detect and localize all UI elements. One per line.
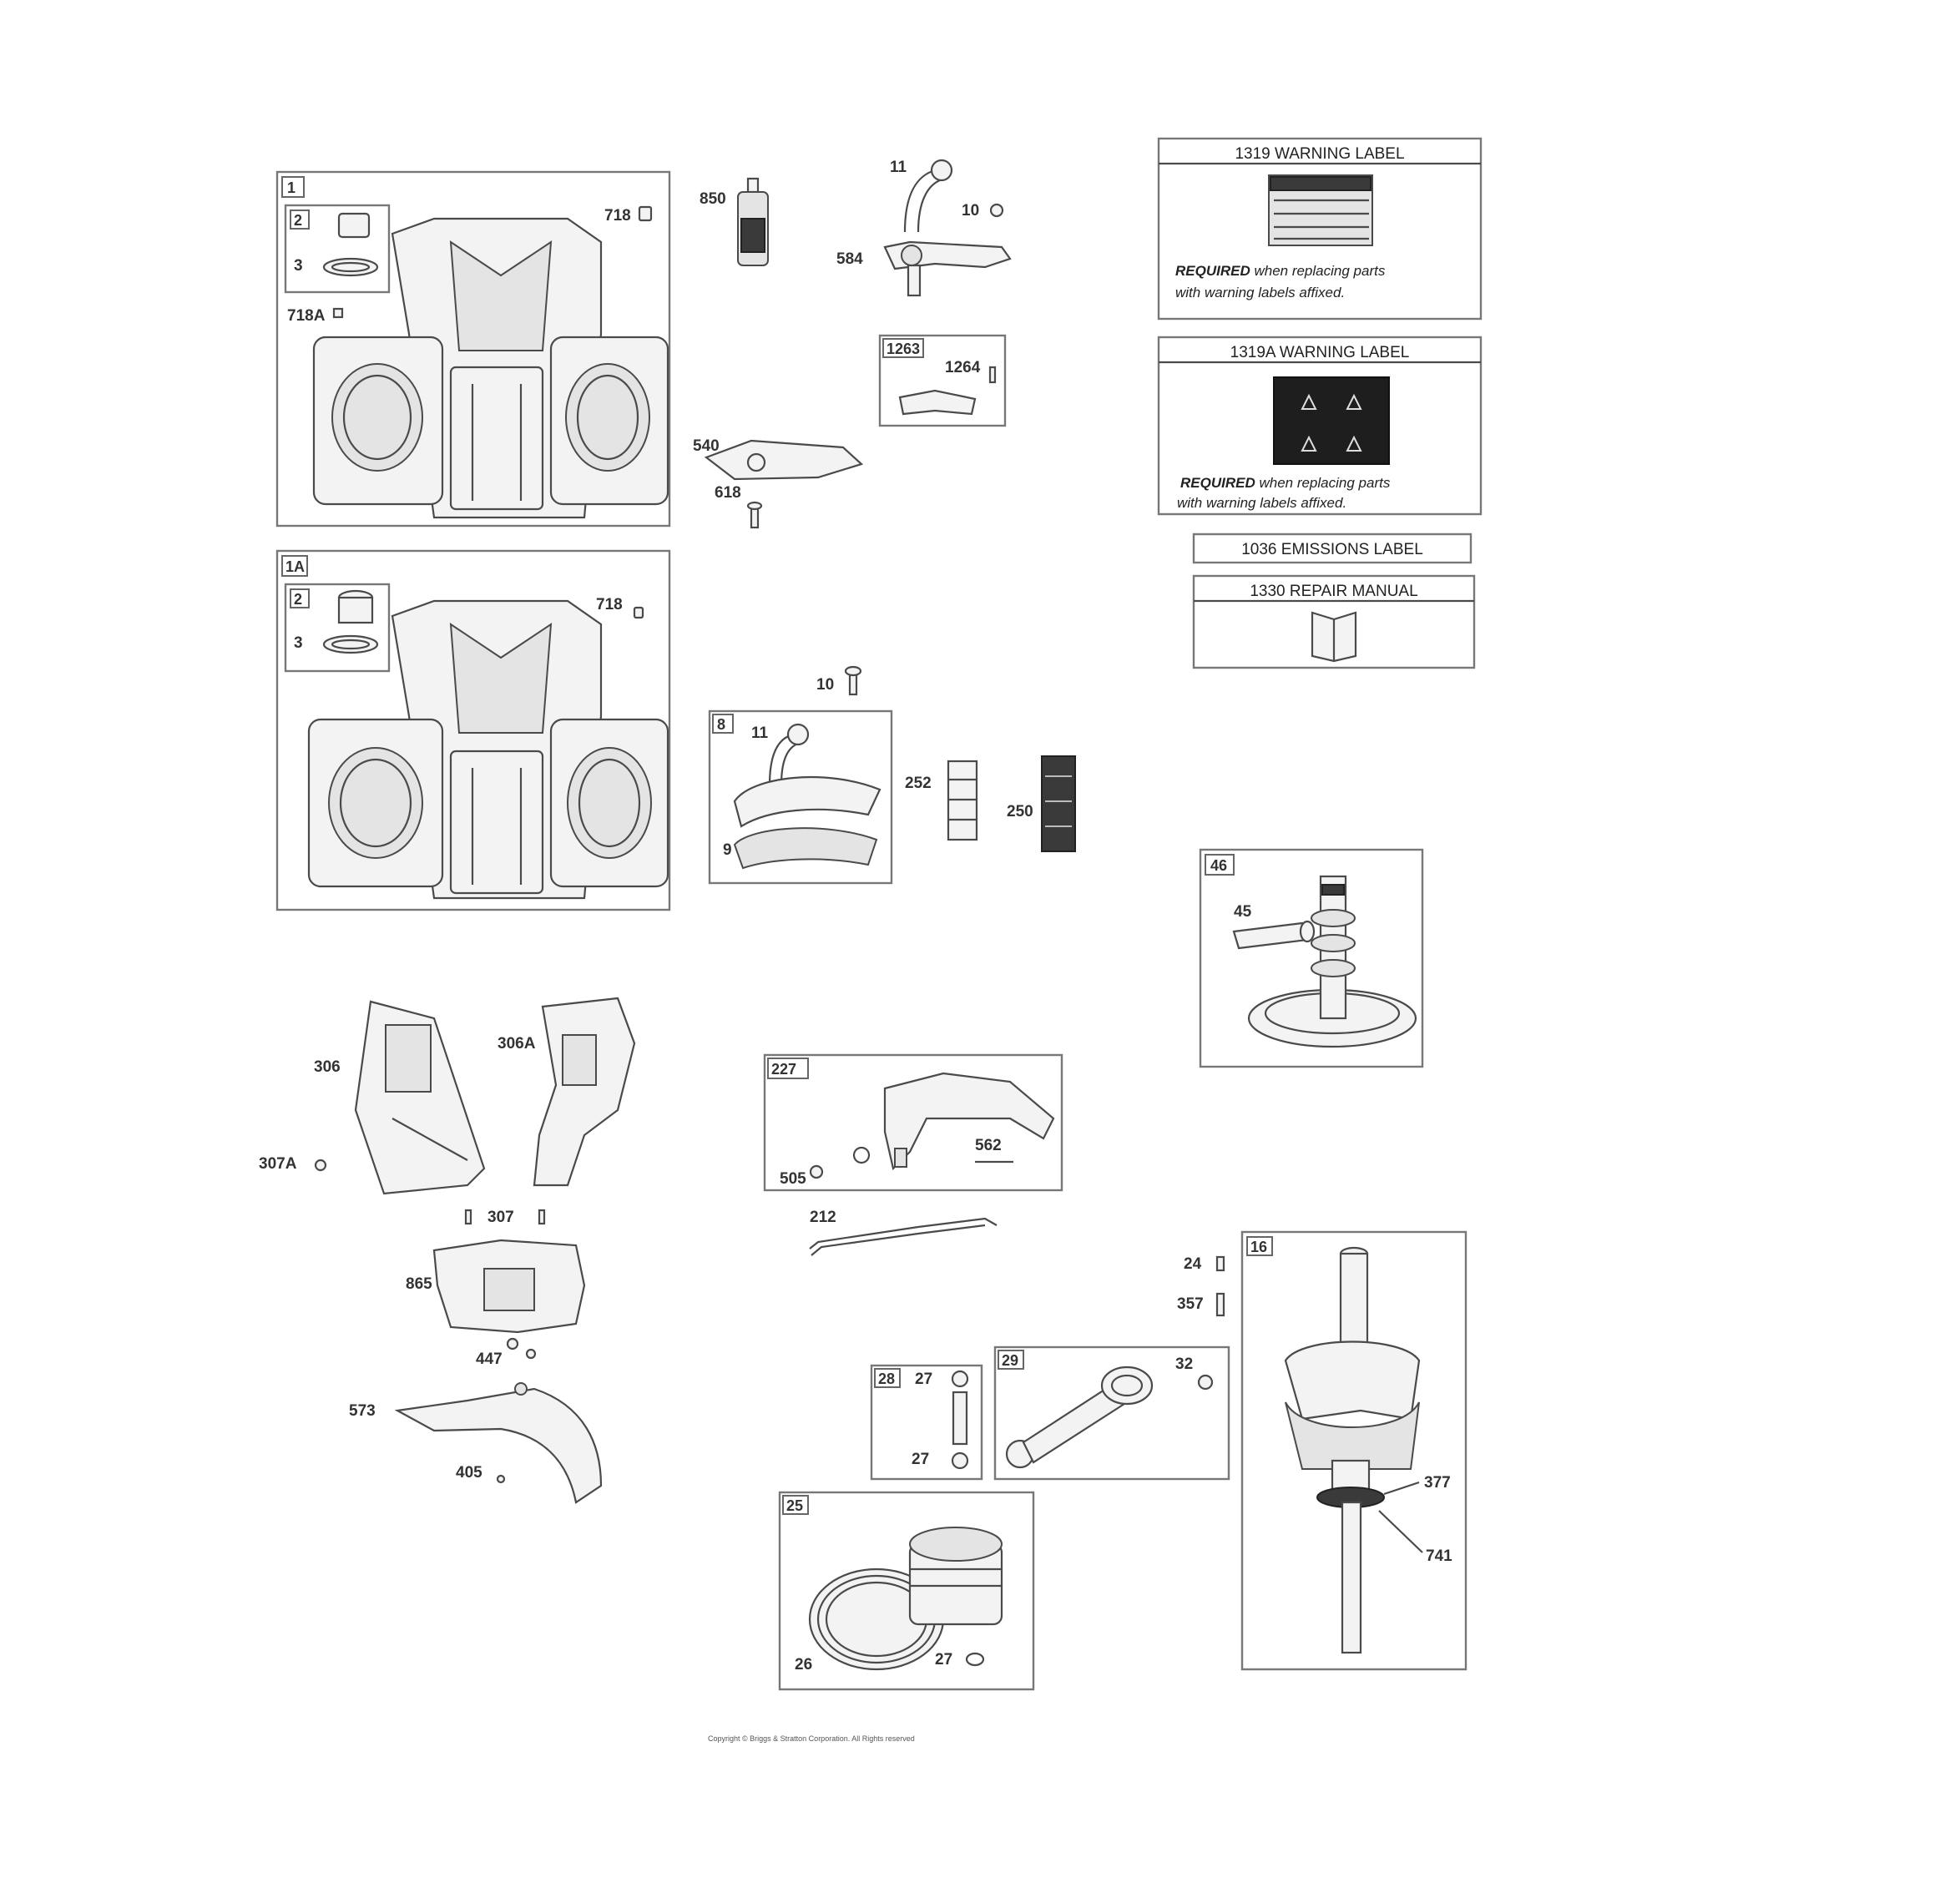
callout-2-top: 2	[294, 212, 302, 229]
part-24-357-keys[interactable]: 24 357	[1177, 1255, 1225, 1317]
callout-405: 405	[456, 1464, 482, 1482]
part-306a-air-guide[interactable]: 306A	[498, 997, 636, 1187]
label-1319a-required: REQUIRED	[1180, 475, 1255, 491]
part-307a[interactable]: 307A	[259, 1155, 327, 1173]
part-306-air-guide[interactable]: 306	[314, 1000, 486, 1195]
callout-618: 618	[715, 484, 741, 502]
tag-16: 16	[1250, 1239, 1267, 1255]
callout-3-top: 3	[294, 257, 303, 275]
callout-1263: 1263	[887, 341, 920, 357]
callout-562: 562	[975, 1137, 1002, 1154]
svg-text:REQUIRED when replacing parts: REQUIRED when replacing parts	[1175, 263, 1386, 279]
part-447[interactable]: 447	[476, 1337, 537, 1368]
callout-24: 24	[1184, 1255, 1202, 1273]
callout-27-c: 27	[935, 1651, 952, 1668]
callout-9: 9	[723, 841, 732, 859]
tag-46: 46	[1210, 857, 1227, 874]
part-618-screw[interactable]: 618	[715, 484, 763, 529]
callout-11-top: 11	[890, 159, 907, 176]
callout-32: 32	[1175, 1355, 1193, 1373]
tag-227: 227	[771, 1061, 796, 1078]
group-46-camshaft[interactable]: 46 45	[1199, 848, 1424, 1068]
callout-306: 306	[314, 1058, 341, 1076]
group-1a-cylinder[interactable]: 1A 2 3 718	[275, 549, 671, 911]
group-1-cylinder[interactable]: 1 2 3 718 718A	[275, 170, 671, 528]
callout-718-mid: 718	[596, 596, 623, 613]
callout-306a: 306A	[498, 1035, 536, 1053]
label-1319a-title: 1319A WARNING LABEL	[1230, 344, 1410, 361]
callout-27-a: 27	[915, 1371, 932, 1388]
part-11-10-584-breather[interactable]: 11 10 584	[836, 159, 1012, 297]
callout-718a: 718A	[287, 307, 326, 325]
callout-584: 584	[836, 250, 863, 268]
label-1319-required: REQUIRED	[1175, 263, 1250, 279]
part-540-gasket[interactable]: 540	[693, 437, 864, 481]
callout-1264: 1264	[945, 359, 981, 376]
part-850-oil-bottle[interactable]: 850	[700, 177, 769, 266]
svg-text:REQUIRED when replacing parts: REQUIRED when replacing parts	[1180, 475, 1391, 491]
callout-252: 252	[905, 775, 932, 792]
callout-573: 573	[349, 1402, 376, 1420]
callout-250: 250	[1007, 803, 1033, 820]
callout-2-mid: 2	[294, 591, 302, 608]
cylinder-block-top	[312, 217, 669, 519]
label-1319-req-line2: with warning labels affixed.	[1175, 285, 1345, 300]
label-1330-title: 1330 REPAIR MANUAL	[1250, 583, 1417, 600]
callout-865: 865	[406, 1275, 432, 1293]
callout-27-b: 27	[912, 1451, 929, 1468]
group-25-piston[interactable]: 25 26 27	[778, 1491, 1035, 1691]
callout-540: 540	[693, 437, 720, 455]
part-307-screws[interactable]: 307	[464, 1209, 546, 1226]
copyright-notice: Copyright © Briggs & Stratton Corporatio…	[708, 1734, 915, 1743]
callout-45: 45	[1234, 903, 1252, 921]
label-1330-manual[interactable]: 1330 REPAIR MANUAL	[1192, 574, 1476, 669]
tag-29: 29	[1002, 1352, 1018, 1369]
tag-28: 28	[878, 1371, 895, 1387]
label-1319a-warning[interactable]: 1319A WARNING LABEL REQUIRED when replac…	[1157, 336, 1483, 516]
callout-447: 447	[476, 1350, 503, 1368]
label-1036-emissions[interactable]: 1036 EMISSIONS LABEL	[1192, 533, 1473, 564]
callout-11-mid: 11	[751, 724, 769, 742]
part-212-rod[interactable]: 212	[809, 1209, 998, 1256]
callout-505: 505	[780, 1170, 806, 1188]
part-865-baffle[interactable]: 865	[406, 1239, 586, 1334]
group-8-breather-assembly[interactable]: 8 11 9	[708, 709, 893, 885]
tag-1a: 1A	[285, 558, 305, 575]
callout-718-top: 718	[604, 207, 631, 225]
callout-307a: 307A	[259, 1155, 297, 1173]
callout-741: 741	[1426, 1547, 1452, 1565]
callout-26: 26	[795, 1656, 812, 1673]
part-573-shroud[interactable]: 573 405	[349, 1382, 603, 1504]
callout-212: 212	[810, 1209, 836, 1226]
label-1319-title: 1319 WARNING LABEL	[1235, 145, 1404, 163]
callout-850: 850	[700, 190, 726, 208]
label-1036-title: 1036 EMISSIONS LABEL	[1241, 541, 1423, 558]
book-icon	[1311, 611, 1357, 663]
label-1319-warning[interactable]: 1319 WARNING LABEL REQUIRED when replaci…	[1157, 137, 1483, 321]
part-252-250-blocks[interactable]: 252 250	[905, 755, 1076, 852]
callout-377: 377	[1424, 1474, 1451, 1492]
group-1263-1264[interactable]: 1263 1264	[878, 334, 1007, 427]
tag-25: 25	[786, 1497, 803, 1514]
callout-357: 357	[1177, 1295, 1204, 1313]
callout-10-top: 10	[962, 202, 979, 220]
callout-307: 307	[487, 1209, 514, 1226]
cylinder-block-mid	[307, 599, 669, 900]
part-10-mid-bolt[interactable]: 10	[816, 665, 862, 696]
group-16-crankshaft[interactable]: 16 377 741	[1240, 1230, 1467, 1671]
group-28-pin[interactable]: 28 27 27	[870, 1364, 983, 1481]
label-1319-req-line1: when replacing parts	[1250, 263, 1386, 279]
label-1319a-req-line1: when replacing parts	[1255, 475, 1391, 491]
callout-3-mid: 3	[294, 634, 303, 652]
label-1319a-req-line2: with warning labels affixed.	[1177, 495, 1346, 511]
group-227-bracket[interactable]: 227 505 562	[763, 1053, 1063, 1192]
callout-10-mid: 10	[816, 676, 834, 694]
tag-8: 8	[717, 716, 725, 733]
tag-1: 1	[287, 179, 296, 196]
group-29-connecting-rod[interactable]: 29 32	[993, 1345, 1230, 1481]
